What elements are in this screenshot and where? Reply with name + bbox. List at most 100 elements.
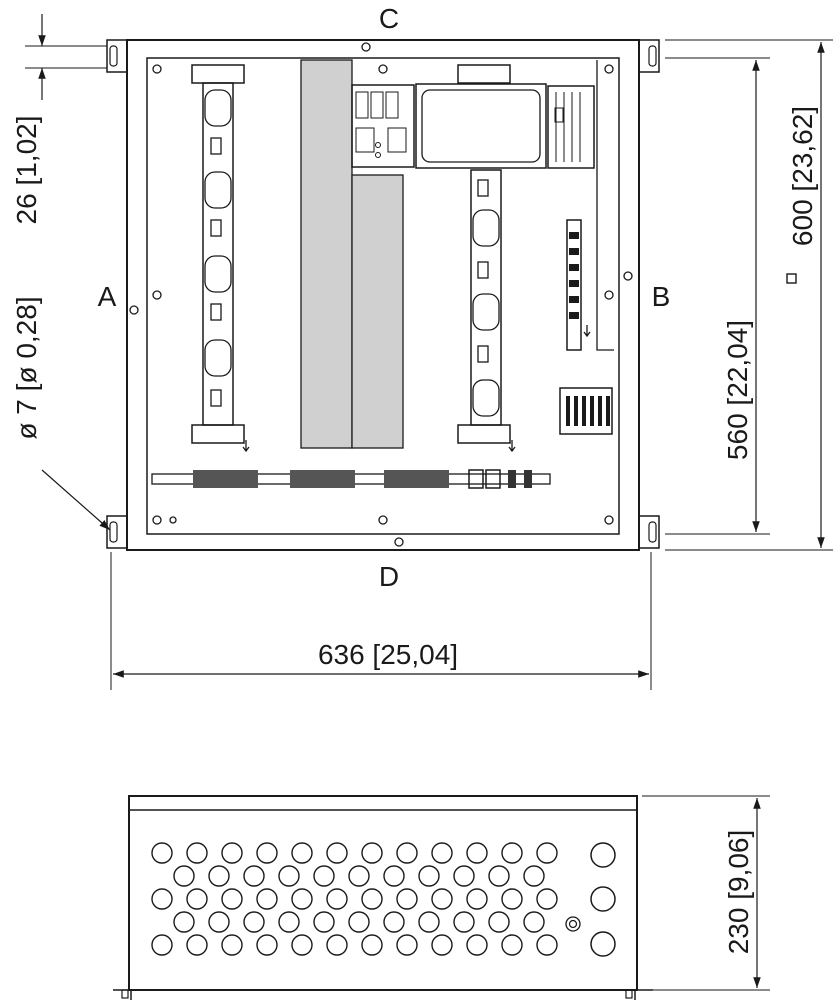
mounting-plate <box>146 57 620 535</box>
vent-hole <box>313 865 335 887</box>
vent-hole <box>256 842 278 864</box>
vent-hole <box>501 888 523 910</box>
vent-hole <box>466 842 488 864</box>
vent-hole <box>523 911 545 933</box>
vent-hole <box>348 865 370 887</box>
mounting-bracket-top-right <box>638 39 660 73</box>
dimension-depth-label: 230 [9,06] <box>723 830 754 955</box>
fuse-rail-right <box>457 64 511 444</box>
vent-hole <box>221 842 243 864</box>
vent-hole <box>536 842 558 864</box>
dimension-inner-height: 560 [22,04] <box>665 57 770 535</box>
vent-hole <box>536 888 558 910</box>
side-label-bottom: D <box>379 561 399 592</box>
ground-stud-icon <box>565 916 581 932</box>
vent-hole <box>466 888 488 910</box>
cable-duct-left <box>300 59 353 449</box>
dimension-mount-offset-label: 26 [1,02] <box>11 116 42 225</box>
side-label-top: C <box>379 3 399 34</box>
vent-hole <box>291 934 313 956</box>
vent-hole <box>208 865 230 887</box>
vent-hole <box>186 842 208 864</box>
terminal-block-vertical <box>566 219 591 351</box>
vent-hole <box>383 911 405 933</box>
ground-icon <box>508 440 516 453</box>
dimension-hole-diameter: ø 7 [ø 0,28] <box>11 296 111 531</box>
knockout-large <box>590 886 616 912</box>
ground-icon <box>242 440 250 453</box>
vent-hole <box>186 888 208 910</box>
side-label-right: B <box>652 281 671 312</box>
vent-hole <box>221 934 243 956</box>
vent-hole <box>501 842 523 864</box>
dimension-width: 636 [25,04] <box>110 552 652 690</box>
ventilation-holes <box>151 842 558 956</box>
dimension-outer-height: 600 [23,62] <box>665 39 833 551</box>
vent-hole <box>396 842 418 864</box>
vent-hole <box>418 865 440 887</box>
vent-hole <box>291 842 313 864</box>
terminal-block-small <box>559 387 613 435</box>
dimension-width-label: 636 [25,04] <box>318 639 458 670</box>
vent-hole <box>383 865 405 887</box>
mounting-bracket-bottom-right <box>638 515 660 549</box>
vent-hole <box>326 888 348 910</box>
vent-hole <box>466 934 488 956</box>
power-supply-module <box>351 83 595 169</box>
front-view <box>106 39 660 551</box>
vent-hole <box>431 842 453 864</box>
vent-hole <box>151 842 173 864</box>
vent-hole <box>326 842 348 864</box>
vent-hole <box>396 934 418 956</box>
vent-hole <box>221 888 243 910</box>
vent-hole <box>278 911 300 933</box>
square-symbol-icon <box>786 273 797 284</box>
foot-right <box>634 989 653 1000</box>
fuse-rail-left <box>191 64 245 444</box>
din-rail-bottom <box>151 469 551 489</box>
vent-hole <box>396 888 418 910</box>
vent-hole <box>313 911 335 933</box>
vent-hole <box>256 934 278 956</box>
vent-hole <box>361 934 383 956</box>
vent-hole <box>186 934 208 956</box>
vent-hole <box>326 934 348 956</box>
vent-hole <box>501 934 523 956</box>
foot-left <box>113 989 132 1000</box>
vent-hole <box>361 888 383 910</box>
vent-hole <box>453 865 475 887</box>
dimension-hole-diameter-label: ø 7 [ø 0,28] <box>11 296 42 439</box>
vent-hole <box>256 888 278 910</box>
vent-hole <box>361 842 383 864</box>
vent-hole <box>173 865 195 887</box>
vent-hole <box>348 911 370 933</box>
vent-hole <box>151 934 173 956</box>
vent-hole <box>418 911 440 933</box>
mounting-bracket-bottom-left <box>106 515 128 549</box>
vent-hole <box>291 888 313 910</box>
dimension-depth: 230 [9,06] <box>642 795 770 991</box>
enclosure-outline <box>126 39 640 551</box>
vent-hole <box>208 911 230 933</box>
side-view-outline <box>128 795 638 991</box>
vent-hole <box>488 865 510 887</box>
vent-hole <box>431 934 453 956</box>
vent-hole <box>151 888 173 910</box>
knockout-large <box>590 842 616 868</box>
side-label-left: A <box>98 281 117 312</box>
partition-line <box>596 60 614 351</box>
dimension-outer-height-label: 600 [23,62] <box>787 106 818 246</box>
knockout-large <box>590 931 616 957</box>
side-view <box>113 795 653 1000</box>
vent-hole <box>453 911 475 933</box>
vent-hole <box>278 865 300 887</box>
dimension-inner-height-label: 560 [22,04] <box>722 320 753 460</box>
vent-hole <box>536 934 558 956</box>
vent-hole <box>523 865 545 887</box>
vent-hole <box>431 888 453 910</box>
vent-hole <box>243 911 265 933</box>
cable-duct-right <box>351 174 404 449</box>
mounting-bracket-top-left <box>106 39 128 73</box>
vent-hole <box>488 911 510 933</box>
